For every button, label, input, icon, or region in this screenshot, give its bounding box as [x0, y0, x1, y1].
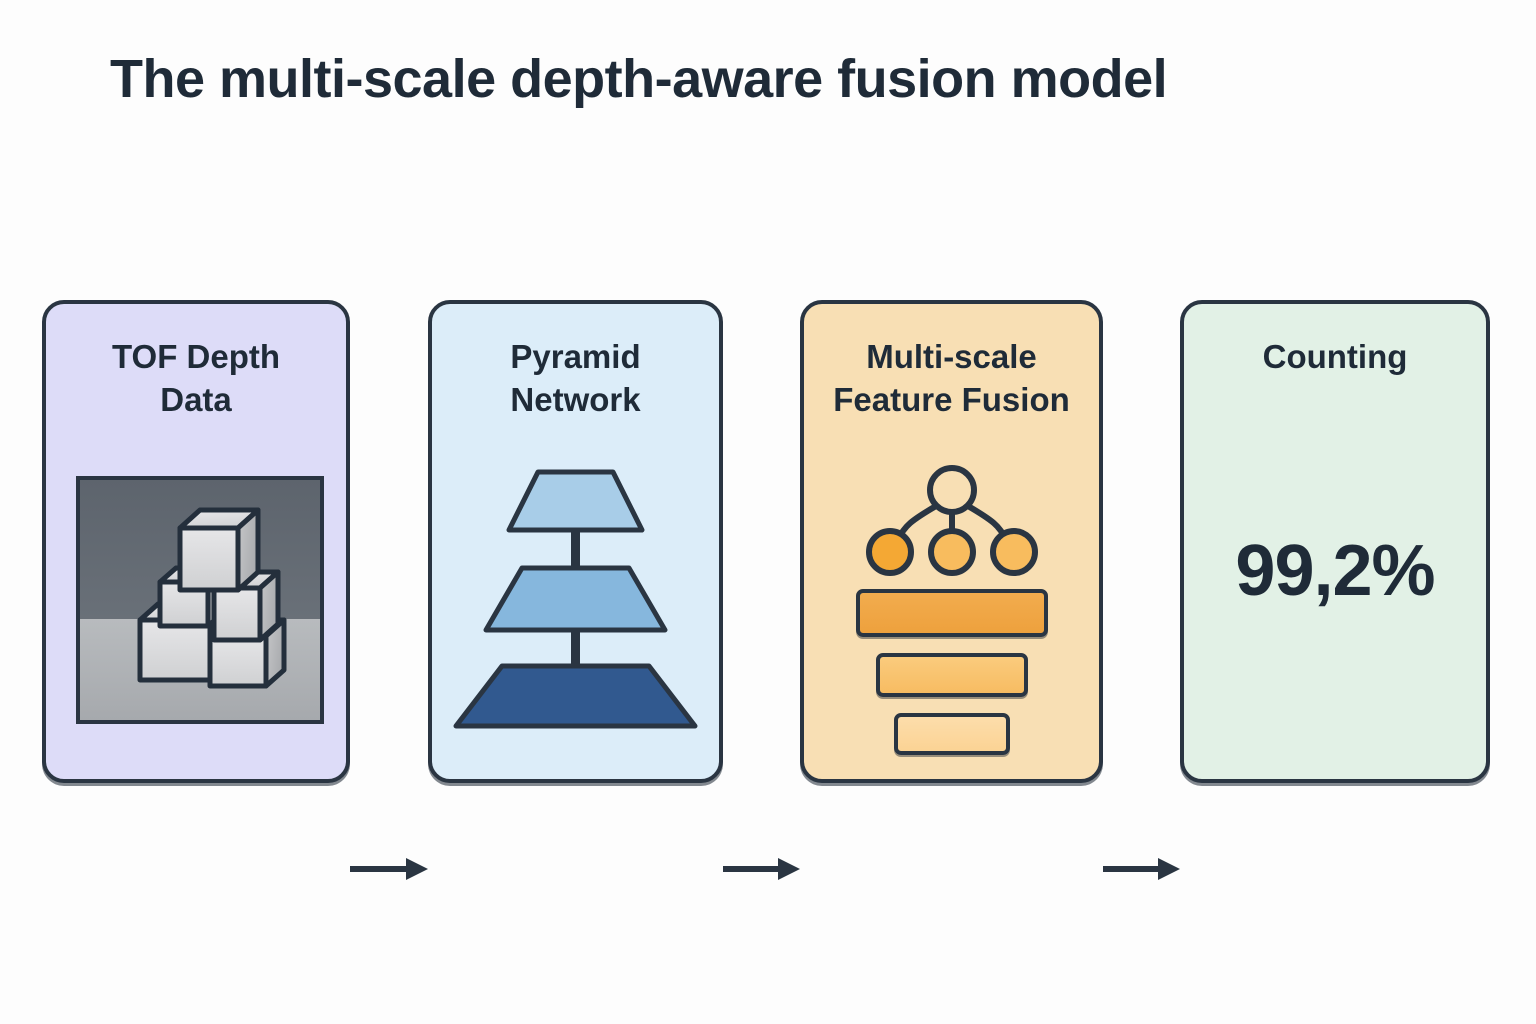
arrow-shaft	[723, 866, 780, 872]
fusion-node-center	[928, 528, 976, 576]
arrow-shaft	[1103, 866, 1160, 872]
pyramid-levels-icon	[453, 469, 698, 729]
fusion-bar-1	[855, 589, 1048, 637]
stage-title-line-1: Counting	[1262, 338, 1408, 375]
arrow-head-icon	[1158, 858, 1180, 880]
arrow-head-icon	[406, 858, 428, 880]
stage-title-line-1: TOF Depth	[111, 338, 281, 375]
arrow-shaft	[350, 866, 408, 872]
depth-map-image	[76, 476, 324, 724]
pyramid-connector-1	[571, 530, 580, 568]
pyramid-connector-2	[571, 630, 580, 666]
pipeline-diagram: TOF Depth Data	[0, 300, 1536, 880]
fusion-node-right	[990, 528, 1038, 576]
arrow-head-icon	[778, 858, 800, 880]
stage-title-line-2: Feature Fusion	[833, 380, 1070, 418]
pyramid-level-top	[506, 469, 645, 533]
pyramid-level-bottom	[453, 663, 698, 729]
counting-accuracy-value: 99,2%	[1235, 531, 1435, 611]
stage-title-tof-depth-data: TOF Depth Data	[46, 336, 346, 422]
stage-card-pyramid-network[interactable]: Pyramid Network	[428, 300, 723, 783]
arrow-fusion-to-counting	[1103, 858, 1180, 880]
arrow-pyramid-to-fusion	[723, 858, 800, 880]
depth-cubes-icon	[137, 507, 287, 689]
fusion-bar-3	[893, 713, 1010, 755]
arrow-tof-to-pyramid	[350, 858, 428, 880]
fusion-tree-icon	[866, 465, 1038, 576]
fusion-node-root	[927, 465, 977, 515]
page-title: The multi-scale depth-aware fusion model	[110, 49, 1168, 109]
pyramid-level-middle	[483, 565, 668, 633]
stage-title-pyramid-network: Pyramid Network	[432, 336, 719, 422]
stage-title-line-2: Data	[160, 380, 232, 418]
stage-title-multi-scale-feature-fusion: Multi-scale Feature Fusion	[804, 336, 1099, 422]
stage-card-counting[interactable]: Counting 99,2%	[1180, 300, 1490, 783]
stage-card-multi-scale-feature-fusion[interactable]: Multi-scale Feature Fusion	[800, 300, 1103, 783]
stage-title-line-1: Pyramid	[510, 338, 641, 375]
fusion-node-left	[866, 528, 914, 576]
stage-card-tof-depth-data[interactable]: TOF Depth Data	[42, 300, 350, 783]
stage-title-line-1: Multi-scale	[866, 338, 1037, 375]
fusion-feature-bars	[804, 589, 1099, 771]
stage-title-line-2: Network	[510, 380, 641, 418]
stage-title-counting: Counting	[1184, 336, 1486, 379]
fusion-bar-2	[875, 653, 1028, 697]
